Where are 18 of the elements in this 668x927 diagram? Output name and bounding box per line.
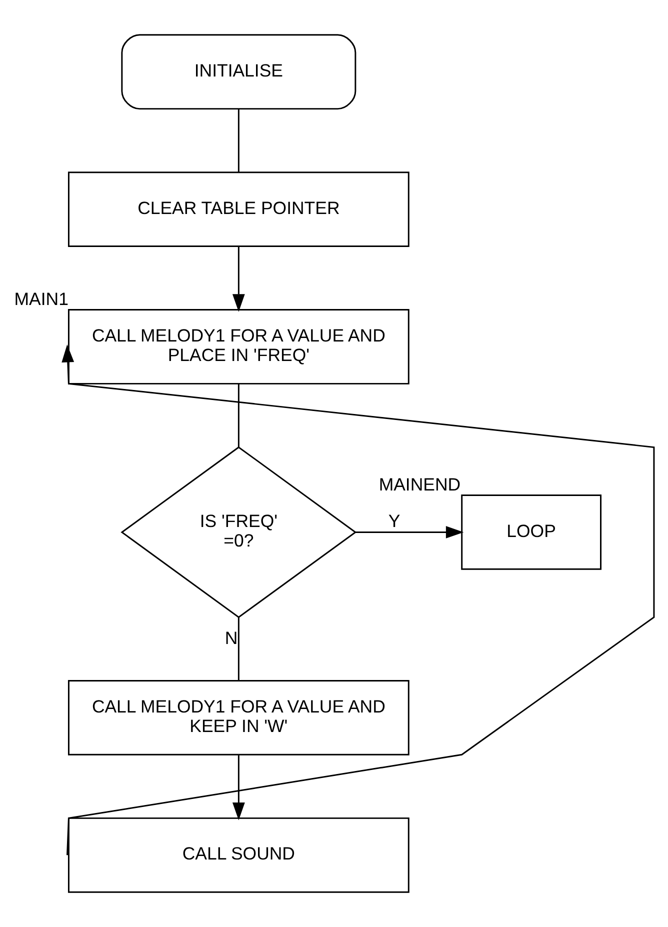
node-label: MAINEND xyxy=(378,474,461,494)
node-label: MAIN1 xyxy=(14,288,68,309)
connector xyxy=(238,384,240,448)
node-diamond: IS 'FREQ' =0? xyxy=(120,446,357,618)
arrow xyxy=(232,246,245,312)
arrow xyxy=(232,755,245,820)
node-box: CALL MELODY1 FOR A VALUE AND KEEP IN 'W' xyxy=(68,680,410,756)
arrow xyxy=(62,344,655,856)
edge-label: N xyxy=(224,628,238,648)
edge-label: Y xyxy=(388,511,400,532)
connector xyxy=(238,617,240,680)
node-box: LOOP xyxy=(461,494,602,570)
connector xyxy=(238,109,240,172)
node-box: CALL MELODY1 FOR A VALUE AND PLACE IN 'FREQ' xyxy=(68,309,410,384)
node-box: INITIALISE xyxy=(121,34,356,110)
arrow xyxy=(356,526,464,538)
node-box: CALL SOUND xyxy=(68,817,410,893)
node-box: CLEAR TABLE POINTER xyxy=(68,172,410,247)
